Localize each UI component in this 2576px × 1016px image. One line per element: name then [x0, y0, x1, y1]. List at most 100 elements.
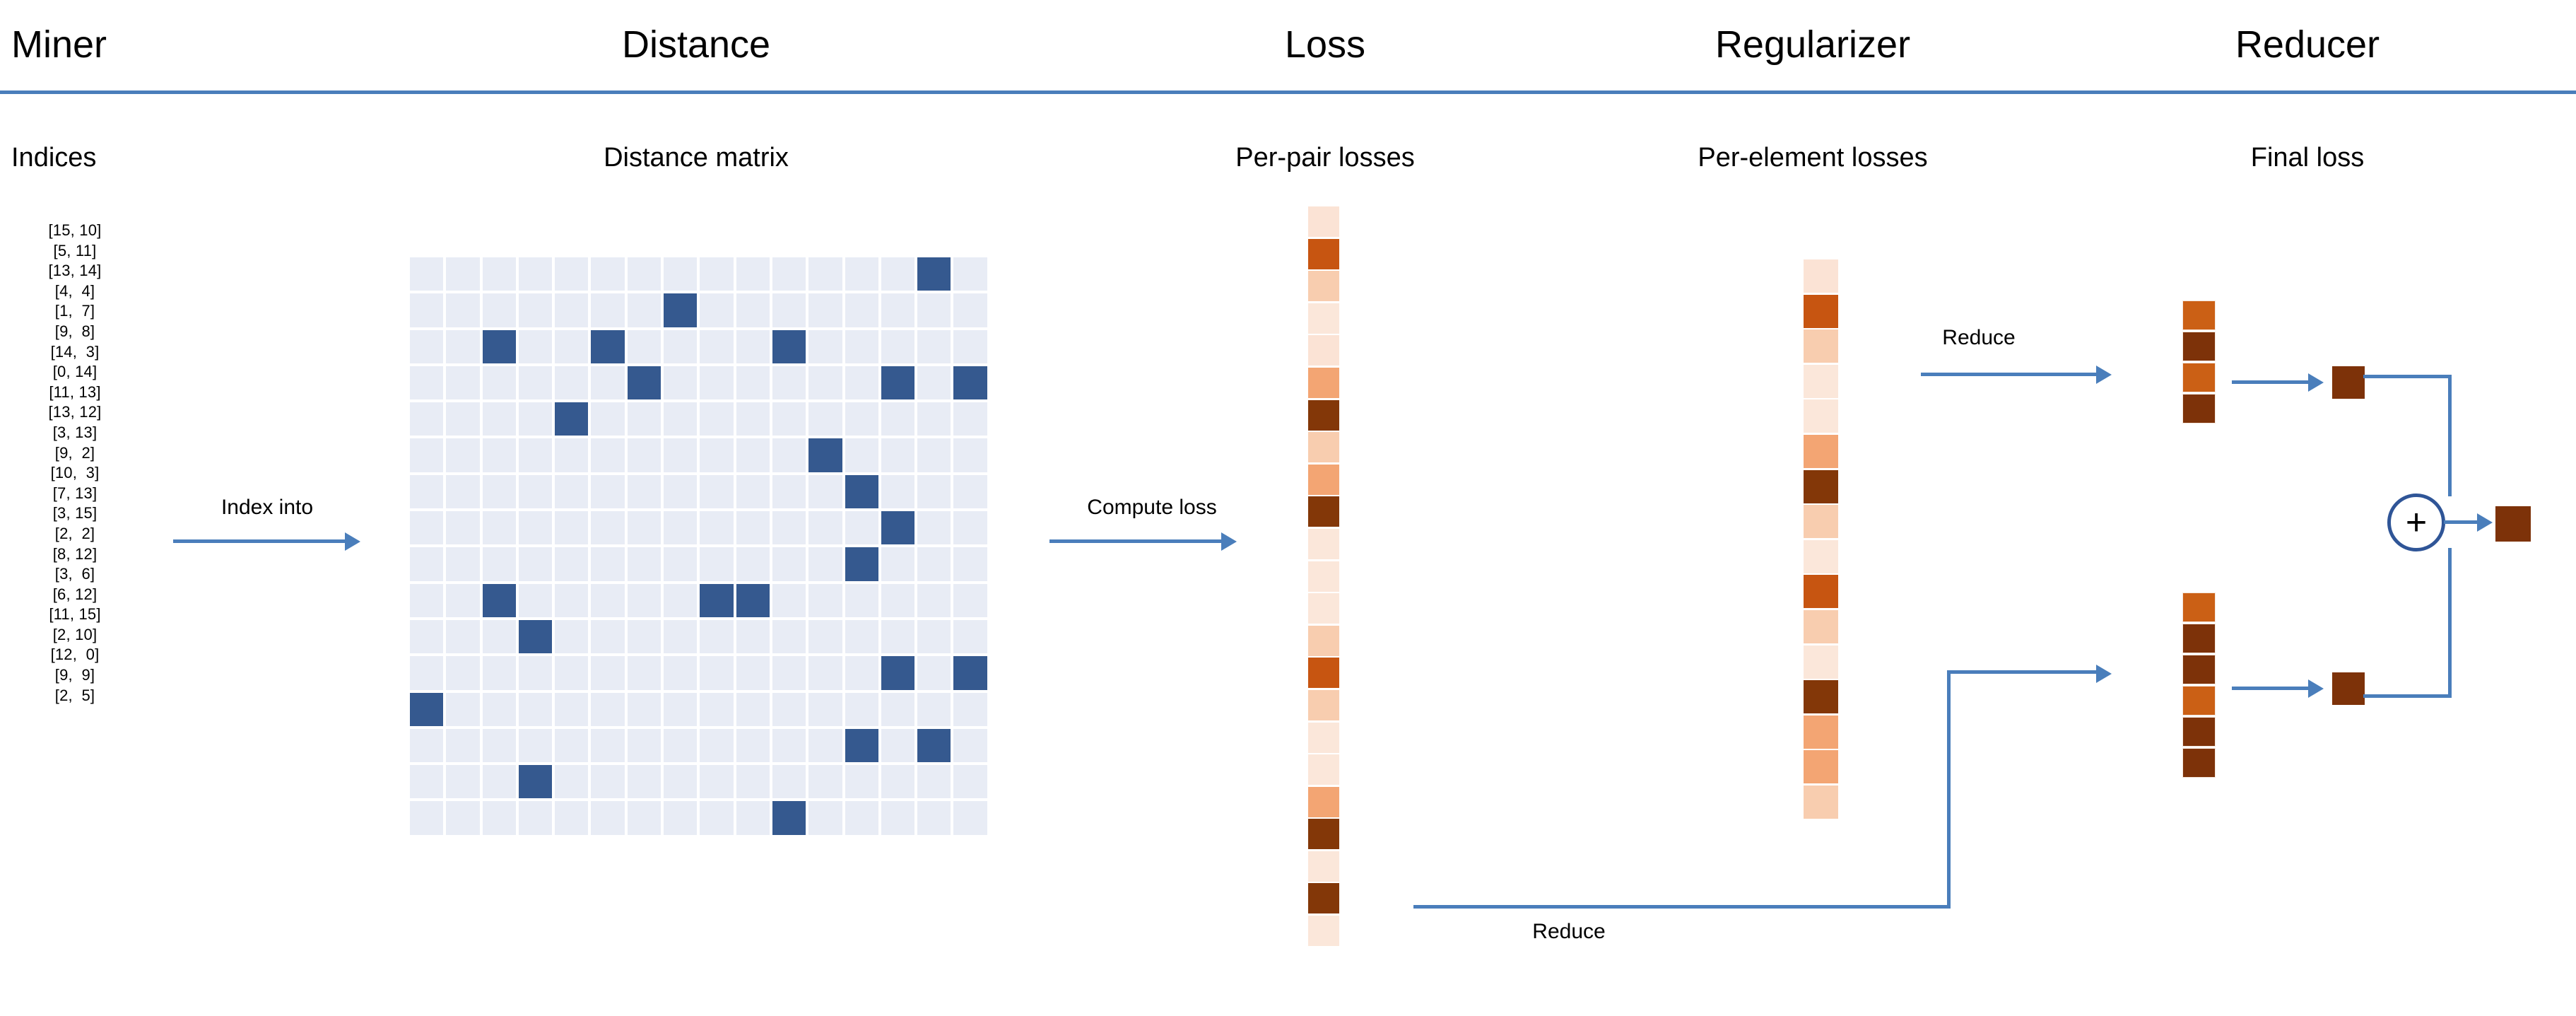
matrix-cell: [770, 582, 808, 619]
matrix-cell: [734, 364, 771, 402]
matrix-cell: [517, 328, 554, 365]
subtitle-final-loss: Final loss: [2250, 143, 2365, 173]
matrix-cell: [807, 655, 844, 691]
index-pair: [9, 8]: [54, 322, 95, 340]
reduced-bottom-cell: [2182, 624, 2216, 653]
matrix-cell: [770, 256, 808, 293]
matrix-cell-selected: [843, 473, 880, 510]
per-pair-loss-cell: [1308, 464, 1339, 495]
index-pair: [3, 13]: [52, 423, 98, 441]
matrix-cell: [662, 401, 699, 438]
matrix-cell: [408, 510, 445, 547]
matrix-cell: [662, 328, 699, 365]
reduced-top-cell: [2182, 300, 2216, 330]
section-title-reducer: Reducer: [2235, 23, 2380, 66]
index-pair: [14, 3]: [50, 342, 100, 361]
matrix-cell: [770, 510, 808, 547]
index-pair: [13, 14]: [48, 262, 102, 280]
matrix-cell: [625, 691, 663, 728]
per-pair-loss-cell: [1308, 689, 1339, 720]
per-pair-loss-cell: [1308, 432, 1339, 463]
matrix-cell: [481, 401, 517, 438]
arrow-reduce-top-head: [2096, 365, 2112, 384]
matrix-cell: [481, 256, 517, 293]
matrix-cell: [916, 364, 953, 402]
matrix-cell: [481, 364, 517, 402]
matrix-cell: [589, 618, 626, 655]
matrix-cell: [481, 618, 517, 655]
matrix-cell: [408, 292, 445, 329]
matrix-cell: [770, 364, 808, 402]
per-pair-loss-cell: [1308, 303, 1339, 334]
matrix-cell: [481, 800, 517, 836]
reduced-bottom-cell: [2182, 655, 2216, 684]
matrix-cell: [589, 256, 626, 293]
matrix-cell: [807, 582, 844, 619]
reduced-bottom-cell: [2182, 748, 2216, 778]
plus-icon: +: [2405, 502, 2428, 543]
matrix-cell: [517, 655, 554, 691]
matrix-cell: [807, 401, 844, 438]
matrix-cell: [662, 582, 699, 619]
matrix-cell: [517, 437, 554, 474]
matrix-cell: [843, 582, 880, 619]
matrix-cell: [952, 437, 989, 474]
matrix-cell: [734, 727, 771, 764]
arrow-index-into-shaft: [173, 539, 346, 543]
matrix-cell: [879, 727, 917, 764]
per-pair-loss-cell: [1308, 528, 1339, 559]
per-pair-loss-cell: [1308, 786, 1339, 817]
joiner-top-horizontal: [2363, 375, 2452, 378]
matrix-cell: [445, 510, 481, 547]
reduced-top-strip: [2182, 300, 2216, 425]
per-pair-loss-cell: [1308, 238, 1339, 269]
matrix-cell: [408, 401, 445, 438]
reduced-top-cell: [2182, 332, 2216, 361]
matrix-cell: [879, 401, 917, 438]
matrix-cell: [879, 437, 917, 474]
matrix-cell: [879, 691, 917, 728]
matrix-cell: [625, 546, 663, 583]
per-pair-loss-cell: [1308, 206, 1339, 237]
matrix-cell: [553, 618, 590, 655]
matrix-cell: [662, 618, 699, 655]
matrix-cell: [553, 582, 590, 619]
matrix-cell: [481, 510, 517, 547]
per-element-loss-cell: [1804, 399, 1838, 433]
matrix-cell: [879, 546, 917, 583]
matrix-cell: [879, 256, 917, 293]
reduced-bottom-strip: [2182, 592, 2216, 779]
matrix-cell: [698, 437, 735, 474]
arrow-reduce-top-shaft: [1921, 373, 2098, 376]
matrix-cell: [481, 473, 517, 510]
matrix-cell-selected: [481, 582, 517, 619]
matrix-cell: [589, 582, 626, 619]
matrix-cell: [807, 473, 844, 510]
matrix-cell: [698, 328, 735, 365]
per-pair-loss-cell: [1308, 819, 1339, 850]
header-divider-rule: [0, 90, 2576, 94]
matrix-cell: [698, 800, 735, 836]
matrix-cell: [553, 655, 590, 691]
matrix-cell: [662, 510, 699, 547]
per-element-losses-strip: [1804, 259, 1838, 821]
per-element-loss-cell: [1804, 680, 1838, 714]
matrix-cell: [517, 256, 554, 293]
matrix-cell: [408, 655, 445, 691]
index-pair: [11, 15]: [49, 605, 101, 624]
matrix-cell: [553, 292, 590, 329]
matrix-cell: [734, 764, 771, 800]
matrix-cell-selected: [879, 655, 917, 691]
index-pair: [2, 2]: [54, 524, 95, 542]
final-loss-square: [2495, 506, 2531, 542]
matrix-cell: [698, 764, 735, 800]
matrix-cell: [553, 800, 590, 836]
arrow-reduce-bottom-vertical: [1947, 670, 1951, 909]
per-element-loss-cell: [1804, 505, 1838, 539]
matrix-cell: [952, 546, 989, 583]
matrix-cell: [445, 256, 481, 293]
matrix-cell: [698, 691, 735, 728]
matrix-cell: [408, 727, 445, 764]
matrix-cell: [770, 401, 808, 438]
joiner-bottom-vertical: [2448, 548, 2452, 698]
